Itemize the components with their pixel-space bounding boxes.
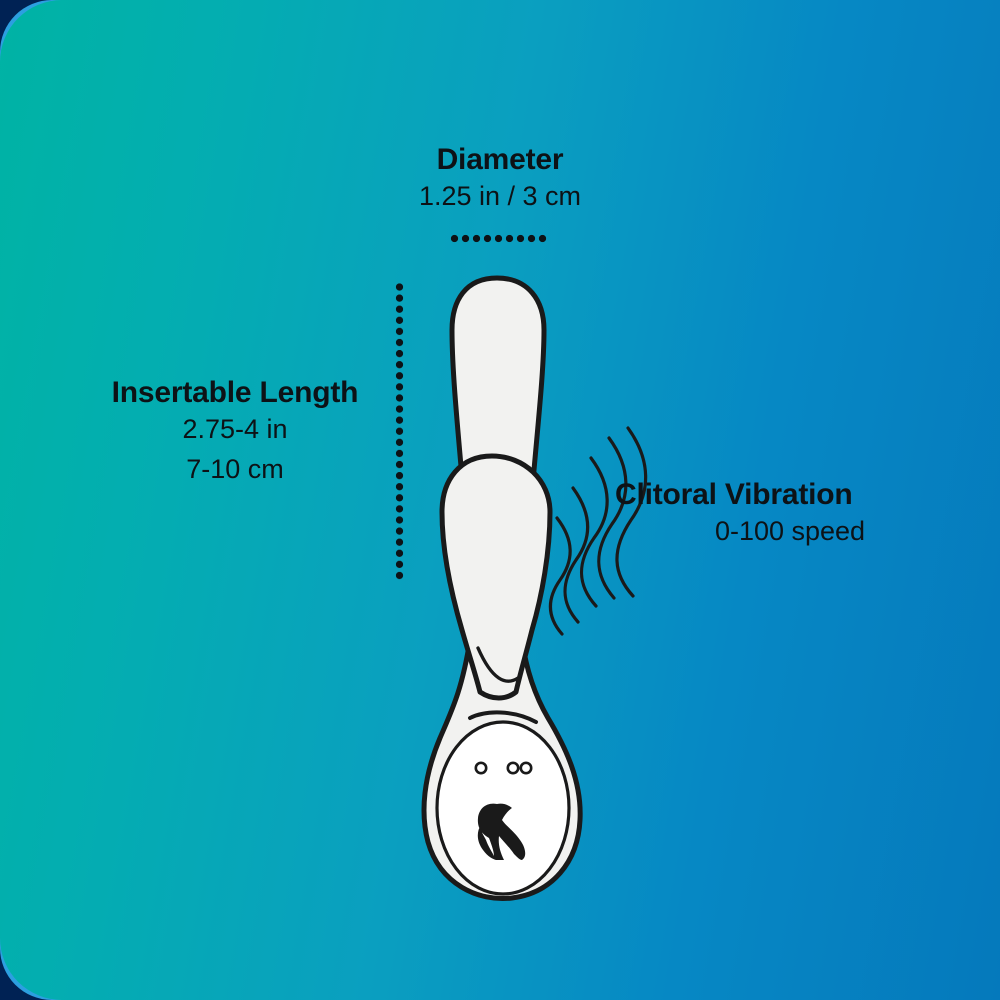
- clitoral-arm: [439, 453, 553, 701]
- mode-button-down: [519, 761, 533, 775]
- seam-line: [476, 646, 520, 683]
- insertable-length-value-cm: 7-10 cm: [186, 453, 284, 484]
- diameter-label: Diameter 1.25 in / 3 cm: [290, 142, 710, 217]
- insertable-length-value-inches: 2.75-4 in: [182, 414, 288, 445]
- brand-logo: [477, 803, 526, 860]
- insertable-length-title: Insertable Length: [111, 376, 359, 409]
- diameter-title: Diameter: [436, 143, 564, 176]
- clitoral-vibration-label: Clitoral Vibration 0-100 speed: [615, 477, 985, 552]
- clitoral-vibration-title: Clitoral Vibration: [615, 478, 853, 511]
- diameter-value: 1.25 in / 3 cm: [418, 181, 582, 212]
- insertable-length-label: Insertable Length 2.75-4 in 7-10 cm: [40, 375, 430, 489]
- insertable-length-guide-dotted-line: [395, 282, 404, 582]
- clitoral-vibration-value: 0-100 speed: [714, 516, 866, 547]
- mode-button-up: [506, 761, 520, 775]
- diameter-guide-dotted-line: [450, 234, 547, 243]
- panel-top-arc: [468, 710, 538, 724]
- power-button: [474, 761, 488, 775]
